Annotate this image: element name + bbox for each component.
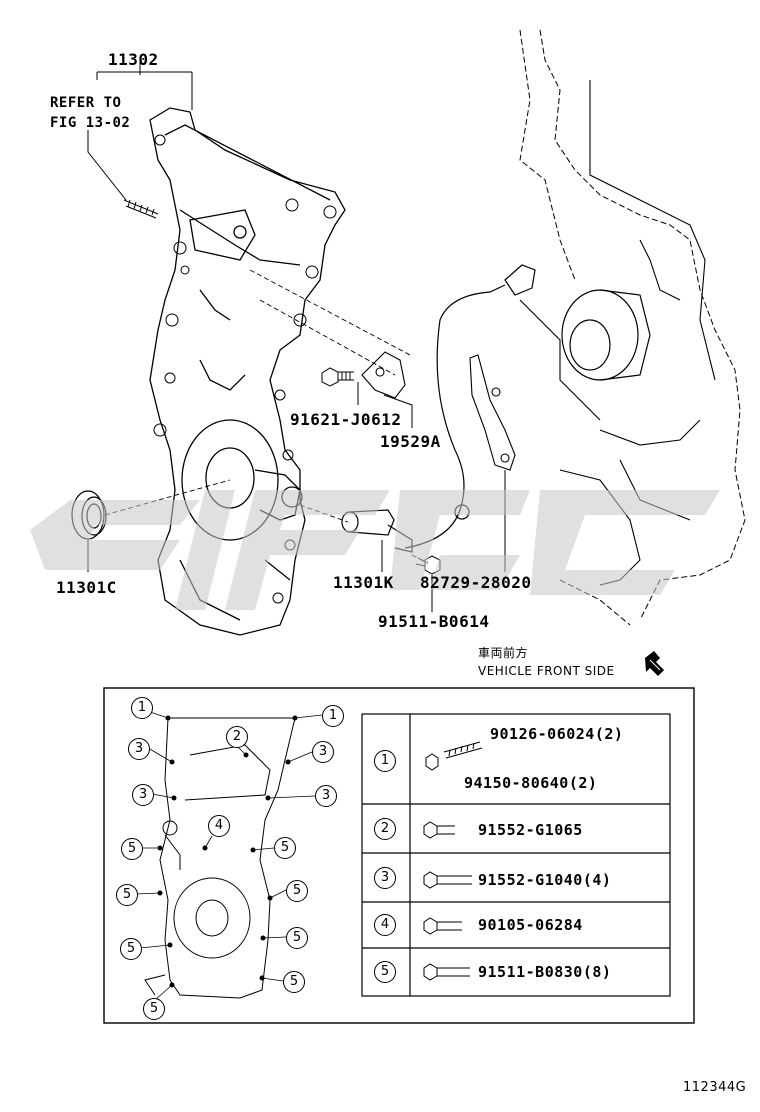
- table-key-5: 5: [374, 961, 396, 983]
- stud-bolt: [123, 199, 159, 219]
- table-bolt-icons: [423, 741, 483, 981]
- bracket-19529a: [361, 351, 406, 399]
- label-11301c: 11301C: [56, 578, 117, 597]
- table-part: 94150-80640(2): [464, 774, 598, 792]
- table-part: 90126-06024(2): [490, 725, 624, 743]
- label-refer-line1: REFER TO: [50, 95, 122, 111]
- direction-label-jp: 車両前方: [478, 646, 529, 660]
- callout-1: 1: [322, 705, 344, 727]
- callout-5: 5: [286, 880, 308, 902]
- callout-5: 5: [286, 927, 308, 949]
- direction-arrow: [645, 651, 664, 676]
- table-key-3: 3: [374, 867, 396, 889]
- table-part: 90105-06284: [478, 916, 583, 934]
- callout-3: 3: [132, 784, 154, 806]
- wire-clamp: [469, 354, 516, 471]
- label-11301k: 11301K: [333, 573, 394, 592]
- bolt-91621: [321, 367, 354, 387]
- label-refer-line2: FIG 13-02: [50, 115, 131, 131]
- detail-box: [103, 687, 695, 1024]
- callout-5: 5: [120, 938, 142, 960]
- table-part: 91552-G1040(4): [478, 871, 612, 889]
- table-key-1: 1: [374, 750, 396, 772]
- small-cover-drawing: [144, 717, 296, 999]
- table-part: 91552-G1065: [478, 821, 583, 839]
- label-91511: 91511-B0614: [378, 612, 490, 631]
- callout-3: 3: [312, 741, 334, 763]
- callout-5: 5: [116, 884, 138, 906]
- label-91621: 91621-J0612: [290, 410, 402, 429]
- callout-5: 5: [274, 837, 296, 859]
- label-11302: 11302: [108, 50, 159, 69]
- callout-1: 1: [131, 697, 153, 719]
- callout-3: 3: [128, 738, 150, 760]
- table-key-2: 2: [374, 818, 396, 840]
- callout-4: 4: [208, 815, 230, 837]
- callout-leaders: [135, 711, 323, 1001]
- bolt-table-grid: [361, 713, 671, 997]
- label-19529a: 19529A: [380, 432, 441, 451]
- label-82729: 82729-28020: [420, 573, 532, 592]
- callout-2: 2: [226, 726, 248, 748]
- table-key-4: 4: [374, 914, 396, 936]
- direction-label-en: VEHICLE FRONT SIDE: [478, 664, 615, 678]
- callout-5: 5: [121, 838, 143, 860]
- figure-id: 112344G: [683, 1080, 747, 1095]
- callout-5: 5: [143, 998, 165, 1020]
- callout-3: 3: [315, 785, 337, 807]
- callout-5: 5: [283, 971, 305, 993]
- table-part: 91511-B0830(8): [478, 963, 612, 981]
- water-pump-pulley: [561, 289, 651, 381]
